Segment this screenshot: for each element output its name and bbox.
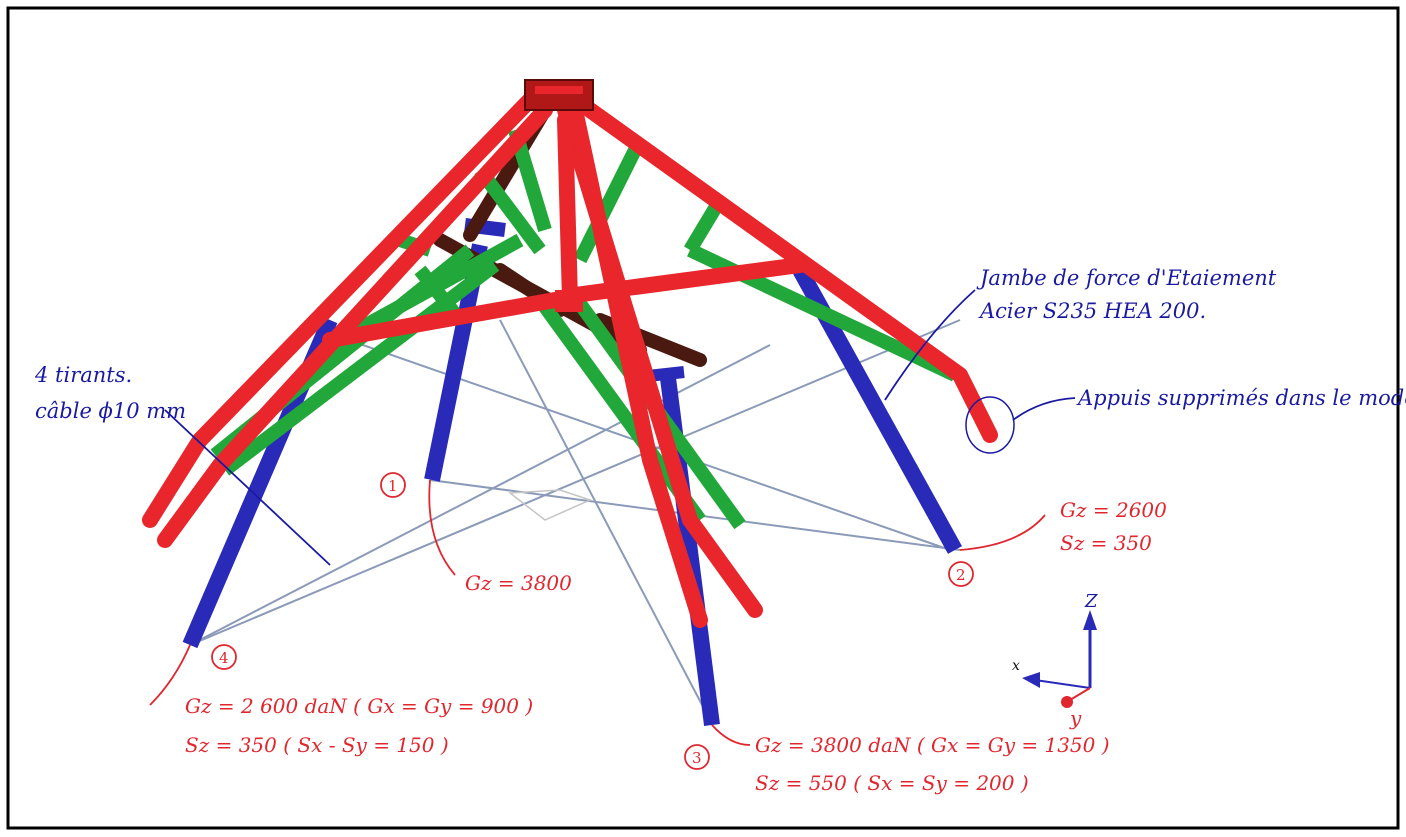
ties-label-line-2: câble ϕ10 mm [35, 399, 186, 423]
brace [474, 165, 546, 255]
support-3-circle [684, 744, 710, 770]
ties-label-line-1: 4 tirants. [34, 363, 132, 387]
support-removed-note: Appuis supprimés dans le modèle. [1076, 386, 1406, 410]
rafter [157, 102, 553, 548]
support-2-number: 2 [956, 566, 966, 584]
support-4-number: 4 [219, 649, 229, 667]
support-leader [1012, 397, 1076, 421]
support-3-load-sz: Sz = 550 ( Sx = Sy = 200 ) [755, 771, 1029, 795]
leader-support-4 [149, 644, 191, 706]
y-axis-label: y [1069, 706, 1082, 730]
support-3-number: 3 [692, 749, 702, 767]
model-marks [507, 489, 593, 521]
rafter [582, 102, 998, 443]
support-4-circle [211, 644, 237, 670]
king-post [557, 112, 578, 308]
rafters [142, 92, 998, 628]
support-3-load-gz: Gz = 3800 daN ( Gx = Gy = 1350 ) [755, 733, 1110, 757]
support-1-load: Gz = 3800 [465, 571, 572, 595]
brace-label-line-2: Acier S235 HEA 200. [978, 299, 1206, 323]
brace-leader [884, 289, 976, 401]
ties-leader [164, 409, 331, 566]
page-border [6, 6, 1400, 830]
leader-support-1 [428, 479, 456, 576]
x-axis-line [1034, 679, 1091, 689]
brace [573, 136, 647, 264]
leader-support-2 [959, 514, 1046, 551]
apex-block [524, 79, 594, 111]
brace-label-line-1: Jambe de force d'Etaiement [976, 266, 1277, 290]
ring-beam [567, 257, 808, 303]
apex-cap [524, 79, 594, 312]
ring-beam [322, 292, 563, 348]
axis-triad: Z x y [1012, 591, 1098, 730]
y-axis-arrow [1061, 696, 1073, 708]
apex-block-top [535, 86, 583, 94]
red-leaders [149, 479, 1046, 746]
support-markers [211, 472, 974, 770]
support-1-circle [380, 472, 406, 498]
support-4-load-sz: Sz = 350 ( Sx - Sy = 150 ) [185, 733, 449, 757]
y-axis-line [1069, 687, 1091, 701]
z-axis-arrow [1083, 610, 1097, 630]
rafter [567, 102, 708, 628]
x-axis-label: x [1012, 658, 1020, 674]
support-2-load-sz: Sz = 350 [1060, 531, 1152, 555]
cable-tie [189, 319, 961, 646]
support-2-load-gz: Gz = 2600 [1060, 498, 1167, 522]
x-axis-arrow [1022, 672, 1040, 688]
center-node [555, 290, 583, 312]
support-1-number: 1 [388, 477, 398, 495]
leader-support-3 [711, 724, 751, 746]
support-4-load-gz: Gz = 2 600 daN ( Gx = Gy = 900 ) [185, 694, 533, 718]
support-removed-circle [965, 396, 1015, 454]
faint-mark [507, 489, 593, 521]
blue-leaders [164, 289, 1076, 566]
rafter [142, 92, 538, 528]
z-axis-label: Z [1084, 591, 1098, 612]
support-2-circle [948, 561, 974, 587]
cable-tie [499, 319, 711, 721]
